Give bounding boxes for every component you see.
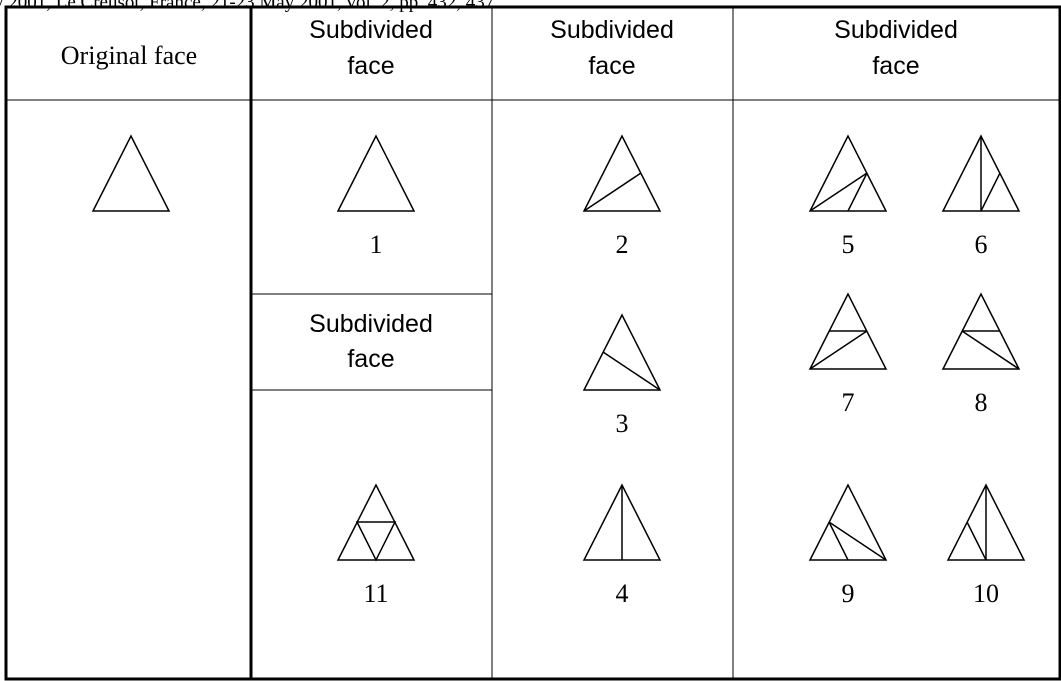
sub-header-line1: Subdivided xyxy=(309,310,433,338)
face-11: 11 xyxy=(336,483,416,608)
header-subdivided-face-3-line1: Subdivided xyxy=(834,16,958,44)
face-label-11: 11 xyxy=(363,579,388,608)
table-grid xyxy=(4,5,1061,681)
sub-header-line2: face xyxy=(347,345,394,373)
original-face-triangle xyxy=(91,134,171,212)
face-6: 6 xyxy=(941,134,1021,259)
face-5: 5 xyxy=(808,134,888,259)
header-original-face: Original face xyxy=(61,41,197,70)
face-label-5: 5 xyxy=(842,230,855,259)
header-subdivided-face-3-line2: face xyxy=(872,52,919,80)
header-subdivided-face-2-line2: face xyxy=(588,52,635,80)
face-2: 2 xyxy=(582,134,662,259)
header-subdivided-face-2-line1: Subdivided xyxy=(550,16,674,44)
face-10: 10 xyxy=(946,483,1026,608)
face-label-8: 8 xyxy=(975,388,988,417)
face-4: 4 xyxy=(582,483,662,608)
face-label-6: 6 xyxy=(975,230,988,259)
face-8: 8 xyxy=(941,292,1021,417)
header-subdivided-face-1-line1: Subdivided xyxy=(309,16,433,44)
face-1: 1 xyxy=(336,134,416,259)
face-3: 3 xyxy=(582,313,662,438)
column-headers: Original face Subdivided face Subdivided… xyxy=(61,16,958,373)
face-9: 9 xyxy=(808,483,888,608)
face-7: 7 xyxy=(808,292,888,417)
face-label-9: 9 xyxy=(842,579,855,608)
face-label-3: 3 xyxy=(616,409,629,438)
face-label-1: 1 xyxy=(370,230,383,259)
face-label-10: 10 xyxy=(973,579,999,608)
face-label-4: 4 xyxy=(616,579,629,608)
header-subdivided-face-1-line2: face xyxy=(347,52,394,80)
face-label-2: 2 xyxy=(616,230,629,259)
face-label-7: 7 xyxy=(842,388,855,417)
